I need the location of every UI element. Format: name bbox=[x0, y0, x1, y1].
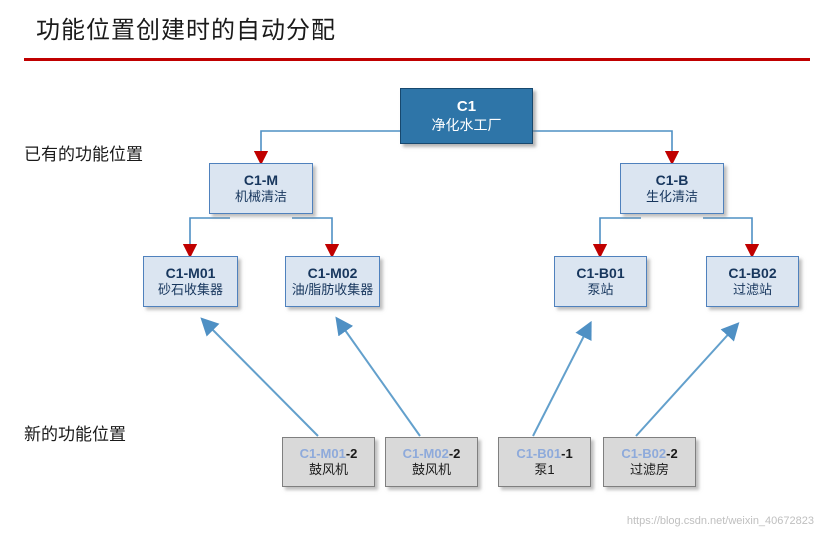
node-code: C1-M02-2 bbox=[403, 446, 461, 462]
title-divider bbox=[24, 58, 810, 61]
node-c1-b02[interactable]: C1-B02 过滤站 bbox=[706, 256, 799, 307]
node-desc: 净化水工厂 bbox=[431, 116, 502, 133]
node-code-suffix: -1 bbox=[561, 445, 573, 461]
node-code-suffix: -2 bbox=[448, 445, 461, 461]
node-desc: 过滤站 bbox=[732, 282, 772, 298]
node-code: C1-B02 bbox=[728, 264, 777, 281]
node-desc: 泵站 bbox=[587, 282, 614, 298]
node-code: C1-B bbox=[655, 171, 689, 188]
page-title: 功能位置创建时的自动分配 bbox=[36, 17, 336, 44]
node-code: C1-M bbox=[243, 171, 279, 188]
node-code-prefix: C1-M01 bbox=[299, 445, 346, 461]
node-desc: 生化清洁 bbox=[645, 189, 698, 205]
node-new-c1-m02-2[interactable]: C1-M02-2 鼓风机 bbox=[385, 437, 478, 487]
node-desc: 泵1 bbox=[534, 462, 555, 477]
node-code: C1-B01-1 bbox=[516, 446, 572, 462]
node-new-c1-b01-1[interactable]: C1-B01-1 泵1 bbox=[498, 437, 591, 487]
node-desc: 鼓风机 bbox=[308, 462, 348, 477]
node-c1-b[interactable]: C1-B 生化清洁 bbox=[620, 163, 724, 214]
node-code-suffix: -2 bbox=[666, 445, 678, 461]
node-code: C1-B02-2 bbox=[621, 446, 677, 462]
section-label-existing: 已有的功能位置 bbox=[24, 145, 143, 164]
node-code: C1-B01 bbox=[576, 264, 625, 281]
node-c1-m01[interactable]: C1-M01 砂石收集器 bbox=[143, 256, 238, 307]
node-desc: 鼓风机 bbox=[411, 462, 451, 477]
node-new-c1-b02-2[interactable]: C1-B02-2 过滤房 bbox=[603, 437, 696, 487]
node-code: C1-M01 bbox=[165, 264, 216, 281]
section-label-new: 新的功能位置 bbox=[24, 425, 126, 444]
node-c1[interactable]: C1 净化水工厂 bbox=[400, 88, 533, 144]
node-desc: 砂石收集器 bbox=[157, 282, 223, 298]
node-desc: 机械清洁 bbox=[234, 189, 287, 205]
watermark: https://blog.csdn.net/weixin_40672823 bbox=[626, 515, 814, 527]
node-code-prefix: C1-B02 bbox=[621, 445, 667, 461]
node-code: C1 bbox=[456, 97, 477, 115]
node-desc: 过滤房 bbox=[629, 462, 669, 477]
node-code-suffix: -2 bbox=[345, 445, 358, 461]
node-c1-b01[interactable]: C1-B01 泵站 bbox=[554, 256, 647, 307]
node-code: C1-M01-2 bbox=[300, 446, 358, 462]
node-new-c1-m01-2[interactable]: C1-M01-2 鼓风机 bbox=[282, 437, 375, 487]
node-code-prefix: C1-B01 bbox=[516, 445, 562, 461]
node-c1-m[interactable]: C1-M 机械清洁 bbox=[209, 163, 313, 214]
node-desc: 油/脂肪收集器 bbox=[291, 282, 374, 298]
node-code-prefix: C1-M02 bbox=[402, 445, 449, 461]
node-c1-m02[interactable]: C1-M02 油/脂肪收集器 bbox=[285, 256, 380, 307]
node-code: C1-M02 bbox=[307, 264, 358, 281]
